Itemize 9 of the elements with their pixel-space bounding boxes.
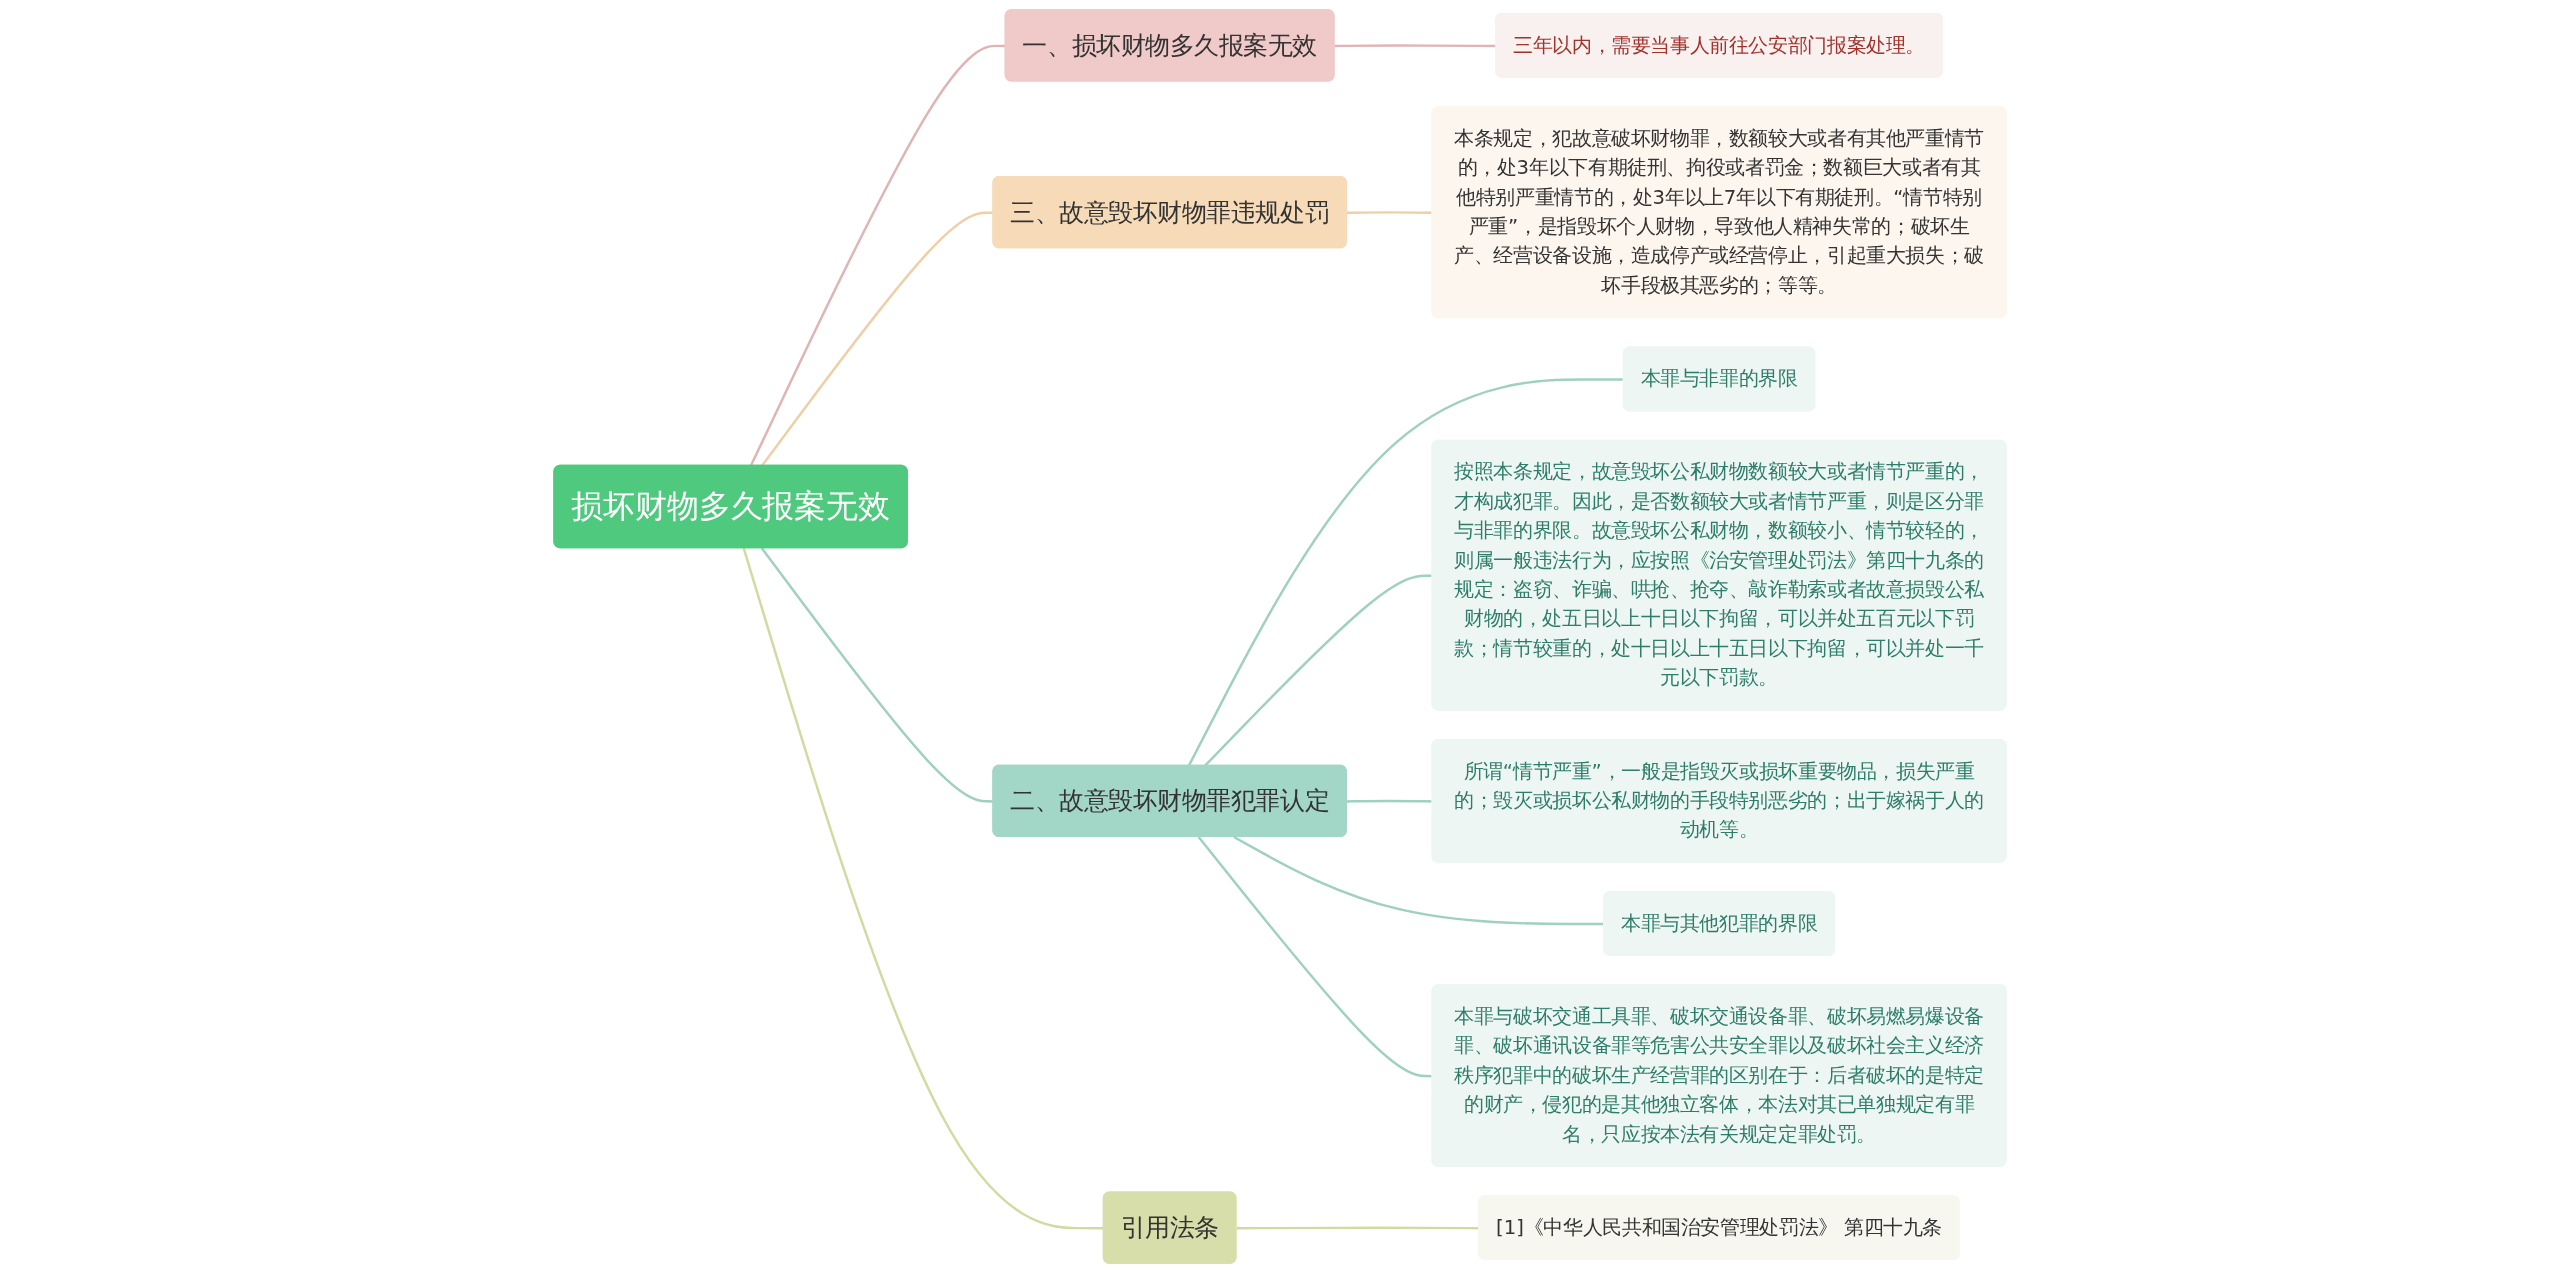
connector [749, 44, 1006, 467]
connector [760, 547, 994, 803]
connector [1346, 799, 1433, 803]
connector [1346, 211, 1433, 214]
connector [1197, 836, 1433, 1078]
connector [1203, 574, 1433, 767]
connector [742, 547, 1104, 1230]
connector [1187, 378, 1624, 767]
connector [760, 211, 994, 467]
